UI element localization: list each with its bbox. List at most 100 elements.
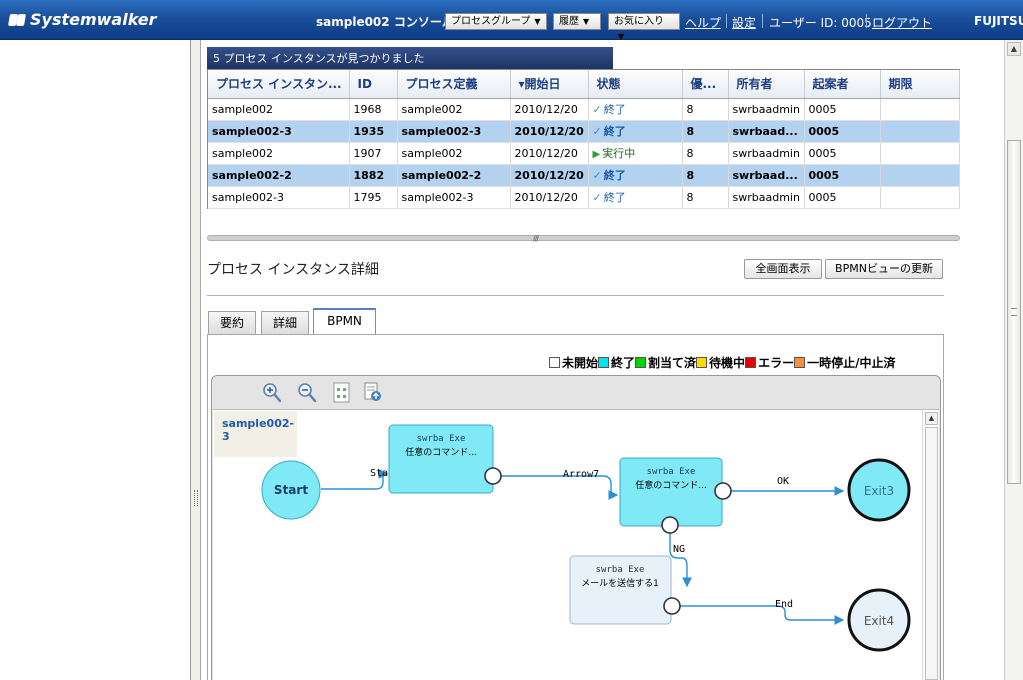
splitter-grip-icon[interactable] bbox=[194, 490, 198, 506]
chevron-down-icon: ▼ bbox=[534, 17, 541, 26]
column-header[interactable]: 状態 bbox=[588, 70, 683, 99]
page-scrollbar[interactable]: ▲ bbox=[1004, 40, 1023, 680]
edge-label-start: Start bbox=[370, 468, 400, 479]
process-group-dropdown[interactable]: プロセスグループ▼ bbox=[445, 13, 547, 30]
table-cell: sample002-3 bbox=[397, 186, 511, 209]
legend-swatch bbox=[696, 356, 708, 368]
column-header[interactable]: プロセス インスタン... bbox=[208, 70, 350, 99]
page-scroll-thumb[interactable] bbox=[1007, 140, 1021, 484]
start-event-label: Start bbox=[274, 483, 308, 497]
refresh-bpmn-button[interactable]: BPMNビューの更新 bbox=[825, 259, 943, 279]
section-divider bbox=[207, 295, 944, 296]
bpmn-diagram: Start Arrow7 OK NG End Start swrba Exe 任… bbox=[261, 424, 911, 652]
table-cell: sample002 bbox=[208, 98, 350, 121]
column-header[interactable]: ID bbox=[349, 70, 398, 99]
task-2-port-icon[interactable] bbox=[714, 482, 732, 500]
column-header[interactable]: 期限 bbox=[880, 70, 960, 99]
column-header[interactable]: 優... bbox=[682, 70, 729, 99]
console-title: sample002 コンソール bbox=[316, 15, 454, 29]
table-cell bbox=[880, 98, 960, 121]
table-cell bbox=[880, 120, 960, 143]
results-detail-splitter[interactable] bbox=[207, 235, 960, 241]
edge-start bbox=[321, 469, 389, 490]
legend-label: 待機中 bbox=[709, 355, 746, 370]
table-cell: sample002-2 bbox=[397, 164, 511, 187]
exit4-event[interactable] bbox=[847, 588, 911, 652]
column-header[interactable]: プロセス定義 bbox=[397, 70, 511, 99]
favorites-dropdown[interactable]: お気に入り▼ bbox=[608, 13, 680, 41]
splitter-grip-icon[interactable]: /// bbox=[533, 234, 539, 243]
detail-title: プロセス インスタンス詳細 bbox=[207, 262, 379, 278]
task-2-port-icon[interactable] bbox=[661, 516, 679, 534]
table-cell: 2010/12/20 bbox=[510, 98, 589, 121]
fit-icon[interactable] bbox=[332, 382, 352, 404]
history-label: 履歴 bbox=[559, 16, 579, 27]
task-3-port-icon[interactable] bbox=[663, 597, 681, 615]
table-cell: 2010/12/20 bbox=[510, 120, 589, 143]
header-bar: Systemwalker sample002 コンソール プロセスグループ▼ 履… bbox=[0, 0, 1023, 41]
pane-splitter[interactable] bbox=[191, 40, 201, 680]
fullscreen-button[interactable]: 全画面表示 bbox=[744, 259, 822, 279]
table-cell: 2010/12/20 bbox=[510, 186, 589, 209]
history-dropdown[interactable]: 履歴▼ bbox=[553, 13, 601, 30]
logout-link[interactable]: ログアウト bbox=[872, 16, 933, 30]
task-1-title: swrba Exe bbox=[417, 434, 466, 444]
exit3-event[interactable] bbox=[847, 458, 911, 522]
task-2-subtitle: 任意のコマンド... bbox=[635, 479, 707, 491]
canvas-scroll-thumb[interactable] bbox=[925, 427, 938, 680]
zoom-out-icon[interactable] bbox=[297, 382, 317, 404]
column-header[interactable]: 起案者 bbox=[804, 70, 881, 99]
table-cell: sample002 bbox=[397, 98, 511, 121]
table-cell: sample002 bbox=[397, 142, 511, 165]
export-icon[interactable] bbox=[363, 382, 383, 404]
table-cell: ✓終了 bbox=[588, 186, 683, 209]
legend-swatch bbox=[549, 356, 560, 368]
edge-label-arrow7: Arrow7 bbox=[563, 469, 599, 480]
column-header[interactable]: 所有者 bbox=[728, 70, 805, 99]
help-link[interactable]: ヘルプ bbox=[685, 16, 722, 30]
tab-bpmn[interactable]: BPMN bbox=[313, 308, 376, 334]
status-text: 終了 bbox=[603, 103, 626, 116]
task-1-port-icon[interactable] bbox=[484, 467, 502, 485]
tab-details[interactable]: 詳細 bbox=[261, 311, 309, 335]
tab-summary[interactable]: 要約 bbox=[208, 311, 256, 335]
start-event[interactable] bbox=[261, 460, 321, 520]
legend-swatch bbox=[598, 356, 610, 368]
table-cell: swrbaadmin bbox=[728, 186, 805, 209]
table-cell: swrbaad... bbox=[728, 120, 805, 143]
table-cell: 2010/12/20 bbox=[510, 164, 589, 187]
table-cell: 0005 bbox=[804, 164, 881, 187]
scroll-up-icon[interactable]: ▲ bbox=[1007, 42, 1021, 56]
table-cell: 0005 bbox=[804, 98, 881, 121]
check-icon: ✓ bbox=[592, 169, 602, 182]
running-icon: ▶ bbox=[592, 149, 601, 160]
legend-label: 割当て済 bbox=[648, 355, 697, 370]
edge-ng bbox=[669, 533, 692, 588]
zoom-in-icon[interactable] bbox=[262, 382, 282, 404]
status-legend: 未開始終了割当て済待機中エラー一時停止/中止済 bbox=[549, 355, 896, 370]
table-cell: sample002-2 bbox=[208, 164, 350, 187]
column-header[interactable]: ▾開始日 bbox=[510, 70, 589, 99]
table-cell: sample002-3 bbox=[208, 186, 350, 209]
canvas-scrollbar[interactable]: ▲ bbox=[922, 410, 939, 680]
legend-label: エラー bbox=[758, 355, 795, 370]
status-text: 終了 bbox=[603, 191, 626, 204]
table-cell: sample002-3 bbox=[397, 120, 511, 143]
task-node-3[interactable] bbox=[569, 555, 672, 625]
table-cell: 2010/12/20 bbox=[510, 142, 589, 165]
scroll-up-icon[interactable]: ▲ bbox=[925, 412, 938, 425]
legend-label: 一時停止/中止済 bbox=[807, 355, 896, 370]
systemwalker-logo-icon bbox=[8, 12, 26, 28]
bpmn-canvas[interactable] bbox=[213, 409, 939, 680]
table-cell: 1795 bbox=[349, 186, 398, 209]
settings-link[interactable]: 設定 bbox=[732, 16, 757, 30]
favorites-label: お気に入り bbox=[614, 16, 664, 27]
task-node-1[interactable] bbox=[388, 424, 494, 494]
